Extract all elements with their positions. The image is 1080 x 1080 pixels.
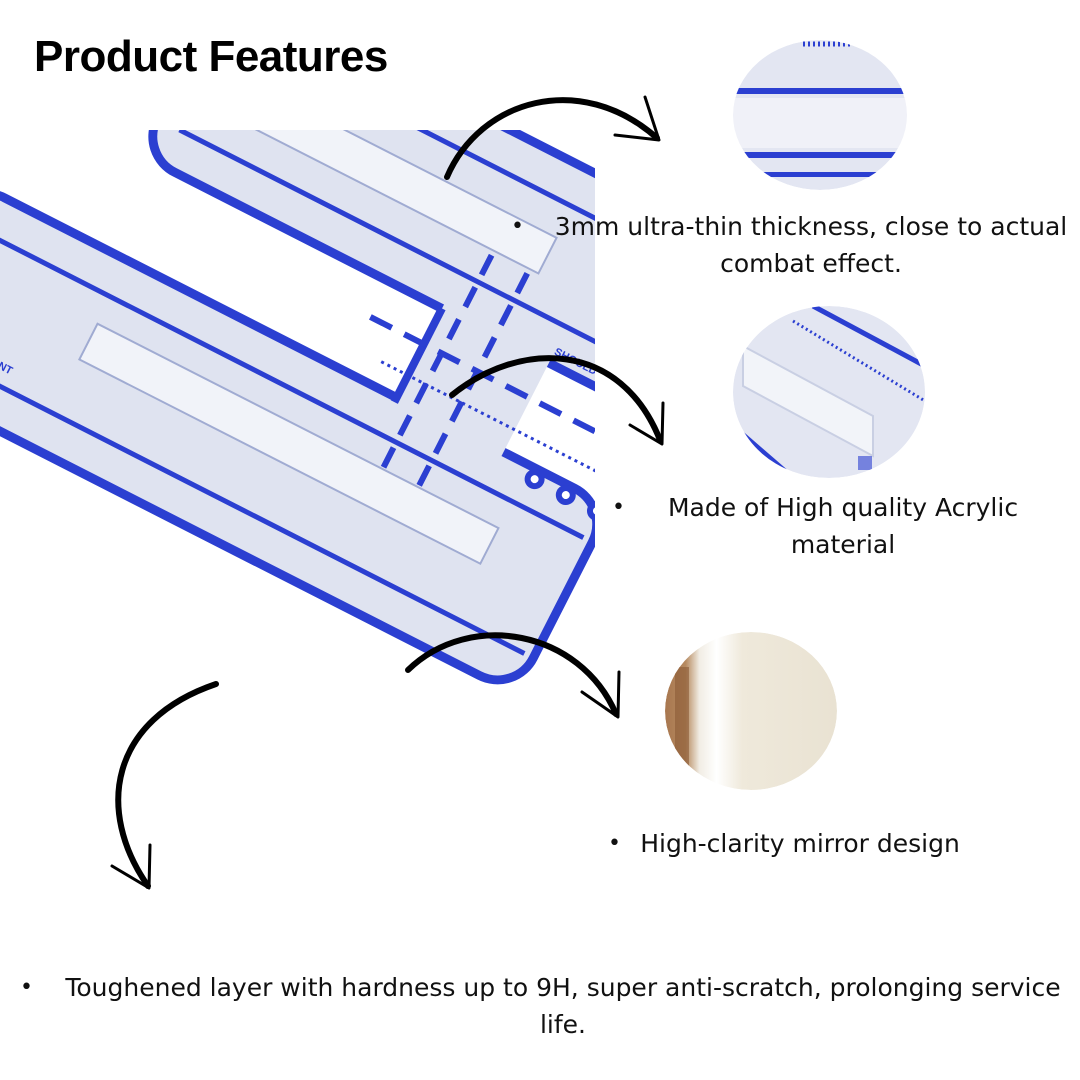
detail-acrylic-image	[733, 306, 925, 478]
feature-thickness: • 3mm ultra-thin thickness, close to act…	[511, 208, 1077, 282]
detail-mirror-image	[665, 632, 837, 790]
feature-acrylic: • Made of High quality Acrylic material	[612, 489, 1032, 563]
feature-mirror: • High-clarity mirror design	[608, 825, 970, 862]
feature-toughened: • Toughened layer with hardness up to 9H…	[20, 969, 1074, 1043]
bullet-icon: •	[612, 495, 625, 520]
putting-mirror-image: ALIGNMENT SHOULDER ALIGNMENT	[0, 130, 600, 780]
page-title: Product Features	[34, 32, 388, 81]
bullet-icon: •	[511, 214, 524, 239]
bullet-icon: •	[608, 831, 621, 856]
bullet-icon: •	[20, 975, 33, 1000]
detail-thickness-image	[733, 40, 907, 190]
